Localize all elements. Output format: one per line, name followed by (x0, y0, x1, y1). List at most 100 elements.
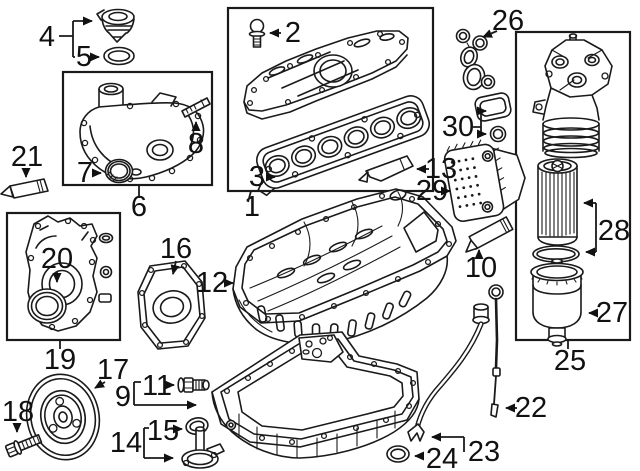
callout-26-leader (482, 29, 498, 38)
callout-27[interactable]: 27 (588, 297, 628, 329)
callout-20-label: 20 (41, 243, 73, 275)
callout-4-bracket (59, 21, 75, 58)
callout-28-label: 28 (598, 215, 630, 247)
lower-oil-pan-drawing (211, 331, 420, 459)
callout-21[interactable]: 21 (11, 141, 43, 178)
sealing-flange-drawing (137, 260, 206, 350)
callout-22[interactable]: 22 (505, 392, 547, 424)
callout-2[interactable]: 2 (269, 17, 301, 49)
dipstick-tube-drawing (407, 303, 490, 442)
callout-21-label: 21 (11, 141, 43, 173)
callout-15-label: 15 (147, 415, 179, 447)
callout-14-bracket (143, 427, 149, 458)
callout-12[interactable]: 12 (196, 267, 234, 299)
callout-16[interactable]: 16 (160, 233, 192, 275)
sealant-tube-drawing (0, 178, 49, 199)
cooler-gasket-drawing (474, 92, 512, 143)
callout-23[interactable]: 23 (431, 432, 500, 468)
gasket-set-drawing (455, 28, 496, 91)
valve-cover-gasket-drawing (255, 95, 431, 197)
callout-9-bracket (133, 381, 141, 405)
oil-level-sensor-drawing (181, 426, 225, 469)
oil-cooler-drawing (443, 139, 526, 223)
cover-bolt-drawing (248, 18, 266, 48)
callout-11[interactable]: 11 (142, 370, 175, 402)
stud-drawing (181, 97, 211, 118)
callout-9[interactable]: 9 (115, 381, 197, 413)
callout-2-label: 2 (285, 17, 301, 49)
callout-26[interactable]: 26 (482, 5, 524, 38)
callout-22-label: 22 (515, 392, 547, 424)
pulley-bolt-drawing (4, 434, 43, 458)
callout-30[interactable]: 30 (442, 106, 487, 143)
crankshaft-pulley-drawing (25, 373, 101, 461)
callout-29[interactable]: 29 (416, 175, 451, 207)
callout-18-label: 18 (2, 396, 34, 428)
upper-oil-pan-drawing (232, 188, 457, 345)
callout-10-label: 10 (465, 252, 497, 284)
sealant-applicator-drawing (358, 155, 414, 183)
callout-27-label: 27 (596, 297, 628, 329)
front-cover-box (61, 70, 214, 187)
oil-pressure-plug-drawing (177, 377, 210, 393)
callout-24[interactable]: 24 (414, 443, 458, 471)
callout-24-label: 24 (426, 443, 458, 471)
callout-25[interactable]: 25 (554, 340, 586, 377)
oil-filler-cap-drawing (96, 8, 135, 43)
callout-7[interactable]: 7 (77, 157, 102, 189)
valve-cover-drawing (243, 30, 409, 120)
callout-6-label: 6 (131, 191, 147, 223)
callout-1[interactable]: 1 (244, 190, 260, 223)
callout-8[interactable]: 8 (188, 121, 204, 160)
filter-oring-drawing (532, 245, 580, 263)
valve-cover-box (226, 6, 435, 193)
callout-29-label: 29 (416, 175, 448, 207)
callout-28[interactable]: 28 (583, 198, 630, 257)
crankshaft-seal-drawing (27, 288, 67, 324)
callout-18[interactable]: 18 (2, 396, 34, 433)
callout-7-label: 7 (77, 157, 93, 189)
callout-12-label: 12 (196, 267, 228, 299)
callout-11-label: 11 (142, 370, 172, 402)
callout-19-label: 19 (44, 344, 76, 376)
callout-13[interactable]: 13 (416, 153, 457, 185)
sealant-tube2-drawing (465, 216, 514, 253)
callout-10[interactable]: 10 (465, 249, 497, 284)
callout-1-tick (247, 190, 252, 203)
callout-19[interactable]: 19 (44, 340, 76, 376)
callout-30-label: 30 (442, 111, 474, 143)
callout-20[interactable]: 20 (41, 243, 73, 283)
oil-filter-housing-drawing (532, 33, 613, 159)
callout-6[interactable]: 6 (131, 186, 147, 223)
front-cover-seal-drawing (104, 158, 134, 184)
callout-5-label: 5 (76, 41, 92, 73)
callout-16-leader (170, 260, 180, 275)
callout-4-label: 4 (39, 21, 55, 53)
callout-3[interactable]: 3 (249, 161, 276, 193)
front-cover-drawing (79, 82, 205, 183)
callout-9-label: 9 (115, 381, 131, 413)
oil-filter-cap-drawing (530, 258, 584, 347)
callout-4[interactable]: 4 (39, 16, 93, 58)
callout-14-label: 14 (110, 427, 142, 459)
callout-5[interactable]: 5 (76, 41, 100, 73)
callout-26-label: 26 (492, 5, 524, 37)
callout-8-label: 8 (188, 128, 204, 160)
callout-17[interactable]: 17 (94, 354, 129, 389)
callout-3-label: 3 (249, 161, 265, 193)
callout-1-label: 1 (244, 191, 260, 223)
callout-16-label: 16 (160, 233, 192, 265)
callout-15[interactable]: 15 (147, 415, 183, 447)
cap-seal-ring-drawing (103, 46, 135, 66)
timing-cover-drawing (25, 215, 114, 332)
timing-cover-box (5, 211, 122, 342)
callout-23-label: 23 (468, 436, 500, 468)
callout-25-label: 25 (554, 345, 586, 377)
callout-17-leader (94, 379, 106, 389)
dipstick-drawing (488, 284, 504, 418)
callout-13-label: 13 (425, 153, 457, 185)
tube-seal-drawing (386, 445, 410, 463)
callout-14[interactable]: 14 (110, 427, 174, 463)
